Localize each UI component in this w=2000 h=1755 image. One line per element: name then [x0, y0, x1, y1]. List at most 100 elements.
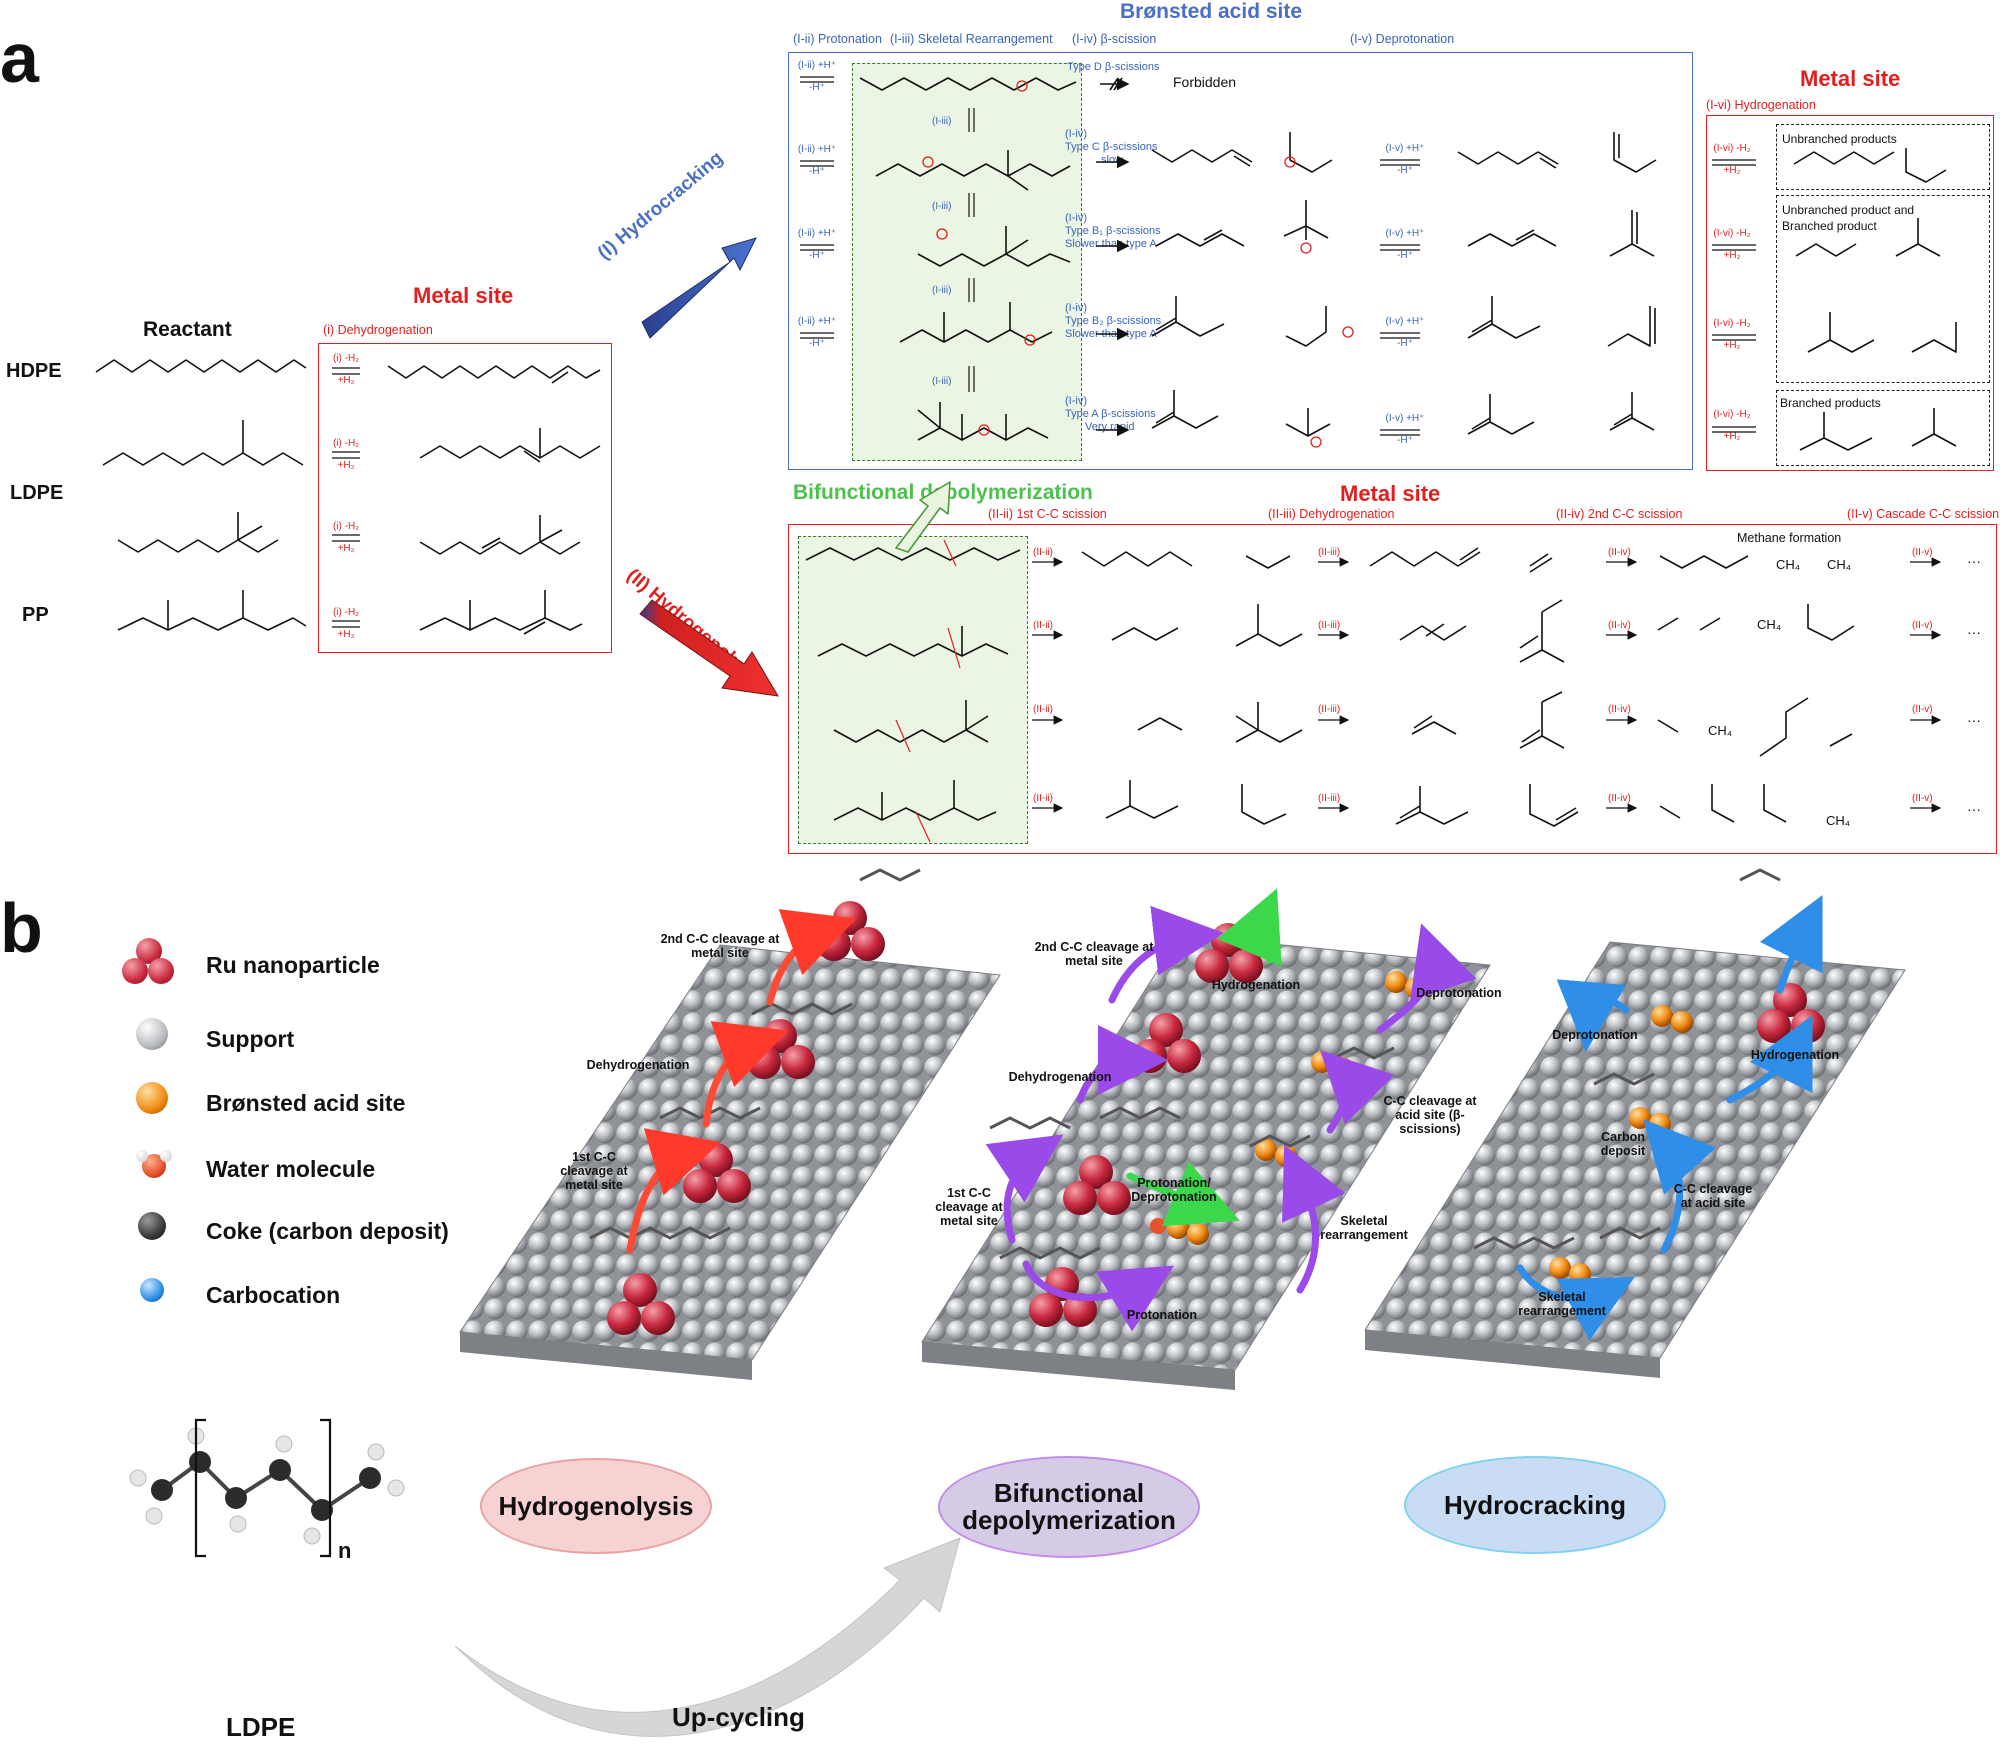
support-slab-2 — [921, 934, 1491, 1371]
ellipsis-r4: ··· — [1967, 801, 1981, 817]
deprotonation-arrow-2-label: (I-v) +H⁺-H⁺ — [1385, 228, 1425, 261]
hydrogenolysis-step-2: (II-iii) Dehydrogenation — [1268, 507, 1395, 521]
arrow-s2-8 — [1217, 888, 1282, 967]
hydrogenolysis-step-3: (II-iv) 2nd C-C scission — [1556, 507, 1683, 521]
hydrogenation-arrow-4-label: (I-vi) -H₂+H₂ — [1713, 409, 1751, 442]
upcycling-label: Up-cycling — [672, 1702, 805, 1732]
rearrangement-highlight — [852, 63, 1082, 461]
ellipsis-r2: ··· — [1967, 624, 1981, 640]
s2-label-protonation: Protonation — [1126, 1308, 1198, 1322]
s1-label-dehydrogenation: Dehydrogenation — [586, 1058, 690, 1072]
arrow-s2-2 — [985, 1134, 1064, 1244]
bronsted-step-rearrangement: (I-iii) Skeletal Rearrangement — [890, 32, 1053, 46]
ellipse-hydrogenolysis: Hydrogenolysis — [480, 1458, 712, 1554]
polymer-hdpe: HDPE — [6, 360, 62, 382]
metal-site-bottom-title: Metal site — [1340, 481, 1441, 506]
product-group-unbranched — [1776, 124, 1990, 190]
metal-site-left-title: Metal site — [413, 283, 514, 308]
legend-icon-support — [136, 1018, 168, 1050]
water-molecule — [1150, 1218, 1166, 1234]
ellipse-hydrocracking: Hydrocracking — [1404, 1456, 1666, 1554]
dehydro-arrow-3-label: (i) -H₂+H₂ — [332, 521, 360, 554]
ldpe-subscript-n: n — [338, 1538, 352, 1563]
hgl-arrow-r3-c: (II-iv) — [1608, 704, 1631, 715]
polymer-pp: PP — [22, 604, 49, 626]
s1-label-1st-cleavage: 1st C-C cleavage at metal site — [560, 1150, 628, 1192]
hgl-arrow-r1-d: (II-v) — [1912, 547, 1933, 558]
s3-label-carbon-deposit: Carbon deposit — [1600, 1130, 1646, 1158]
rearrangement-label-3: (I-iii) — [932, 285, 952, 296]
bronsted-step-deprotonation: (I-v) Deprotonation — [1350, 32, 1455, 46]
legend-coke-label: Coke (carbon deposit) — [206, 1218, 449, 1244]
dehydro-arrow-2-label: (i) -H₂+H₂ — [332, 438, 360, 471]
legend: Ru nanoparticle Support Brønsted acid si… — [120, 930, 480, 1330]
hgl-arrow-r4-d: (II-v) — [1912, 793, 1933, 804]
arrow-s2-7 — [1376, 923, 1477, 1034]
s3-label-acid-cleavage: C-C cleavage at acid site — [1673, 1182, 1753, 1210]
panel-b-letter: b — [0, 889, 43, 967]
legend-ru-label: Ru nanoparticle — [206, 952, 380, 978]
s1-label-2nd-cleavage: 2nd C-C cleavage at metal site — [660, 932, 780, 960]
protonation-arrow-1-label: (I-ii) +H⁺-H⁺ — [797, 60, 837, 93]
s2-label-2nd-cleavage: 2nd C-C cleavage at metal site — [1034, 940, 1154, 968]
arrow-s3-1 — [1516, 1264, 1635, 1341]
arrow-s3-4 — [1726, 1014, 1813, 1104]
product-group-branched — [1776, 390, 1990, 466]
hgl-arrow-r1-a: (II-ii) — [1033, 547, 1053, 558]
s2-label-1st-cleavage: 1st C-C cleavage at metal site — [935, 1186, 1003, 1228]
ellipsis-r3: ··· — [1967, 712, 1981, 728]
polymer-ldpe: LDPE — [10, 482, 64, 504]
legend-water-label: Water molecule — [206, 1156, 376, 1182]
arrow-s3-5 — [1759, 894, 1823, 994]
hgl-arrow-r2-c: (II-iv) — [1608, 620, 1631, 631]
arrow-s2-9 — [1126, 1161, 1240, 1227]
ellipse-bifunctional: Bifunctional depolymerization — [938, 1456, 1200, 1558]
upcycling-arrow — [454, 1537, 961, 1737]
s2-label-protonation-deprotonation: Protonation/ Deprotonation — [1131, 1176, 1217, 1204]
s2-label-dehydrogenation: Dehydrogenation — [1008, 1070, 1112, 1084]
methane-r2: CH₄ — [1757, 617, 1782, 632]
hydrogenation-arrow-2-label: (I-vi) -H₂+H₂ — [1713, 228, 1751, 261]
legend-bronsted-label: Brønsted acid site — [206, 1090, 406, 1116]
legend-icon-bronsted — [136, 1082, 168, 1114]
legend-support-label: Support — [206, 1026, 295, 1052]
hgl-arrow-r2-a: (II-ii) — [1033, 620, 1053, 631]
arrow-s1-3 — [766, 909, 857, 1006]
deprotonation-arrow-3-label: (I-v) +H⁺-H⁺ — [1385, 316, 1425, 349]
hgl-arrow-r4-b: (II-iii) — [1318, 793, 1341, 804]
arrow-s3-3 — [1556, 979, 1630, 1052]
methane-r1-b: CH₄ — [1827, 557, 1852, 572]
hydrogenation-arrow-3-label: (I-vi) -H₂+H₂ — [1713, 318, 1751, 351]
forbidden-label: Forbidden — [1173, 74, 1237, 90]
metal-site-right-title: Metal site — [1800, 66, 1901, 91]
product-group-branched-label: Branched products — [1780, 396, 1881, 410]
arrow-s2-4 — [1108, 905, 1224, 1004]
hydrogenolysis-step-1: (II-ii) 1st C-C scission — [988, 507, 1107, 521]
bronsted-step-protonation: (I-ii) Protonation — [793, 32, 882, 46]
deprotonation-arrow-1-label: (I-v) +H⁺-H⁺ — [1385, 143, 1425, 176]
bifunctional-highlight — [798, 536, 1028, 844]
hgl-arrow-r4-a: (II-ii) — [1033, 793, 1053, 804]
hydrogenolysis-arrow — [639, 599, 779, 697]
legend-carbocation-label: Carbocation — [206, 1282, 341, 1308]
reactant-title: Reactant — [143, 318, 232, 341]
protonation-arrow-2-label: (I-ii) +H⁺-H⁺ — [797, 144, 837, 177]
metal-site-right-box — [1706, 115, 1994, 471]
legend-icon-water — [134, 1148, 174, 1180]
deprotonation-arrow-4-label: (I-v) +H⁺-H⁺ — [1385, 413, 1425, 446]
hgl-arrow-r1-b: (II-iii) — [1318, 547, 1341, 558]
s3-label-hydrogenation: Hydrogenation — [1750, 1048, 1840, 1062]
legend-icon-ru — [120, 938, 176, 994]
protonation-arrow-4-label: (I-ii) +H⁺-H⁺ — [797, 316, 837, 349]
hgl-arrow-r3-b: (II-iii) — [1318, 704, 1341, 715]
legend-icon-coke — [138, 1212, 166, 1240]
hgl-arrow-r3-a: (II-ii) — [1033, 704, 1053, 715]
arrow-s2-5 — [1282, 1144, 1346, 1294]
methane-r4: CH₄ — [1826, 813, 1851, 828]
s2-label-skeletal: Skeletal rearrangement — [1320, 1214, 1408, 1242]
product-group-mixed-label: Unbranched product and Branched product — [1782, 203, 1915, 233]
pp-chain — [117, 617, 307, 631]
